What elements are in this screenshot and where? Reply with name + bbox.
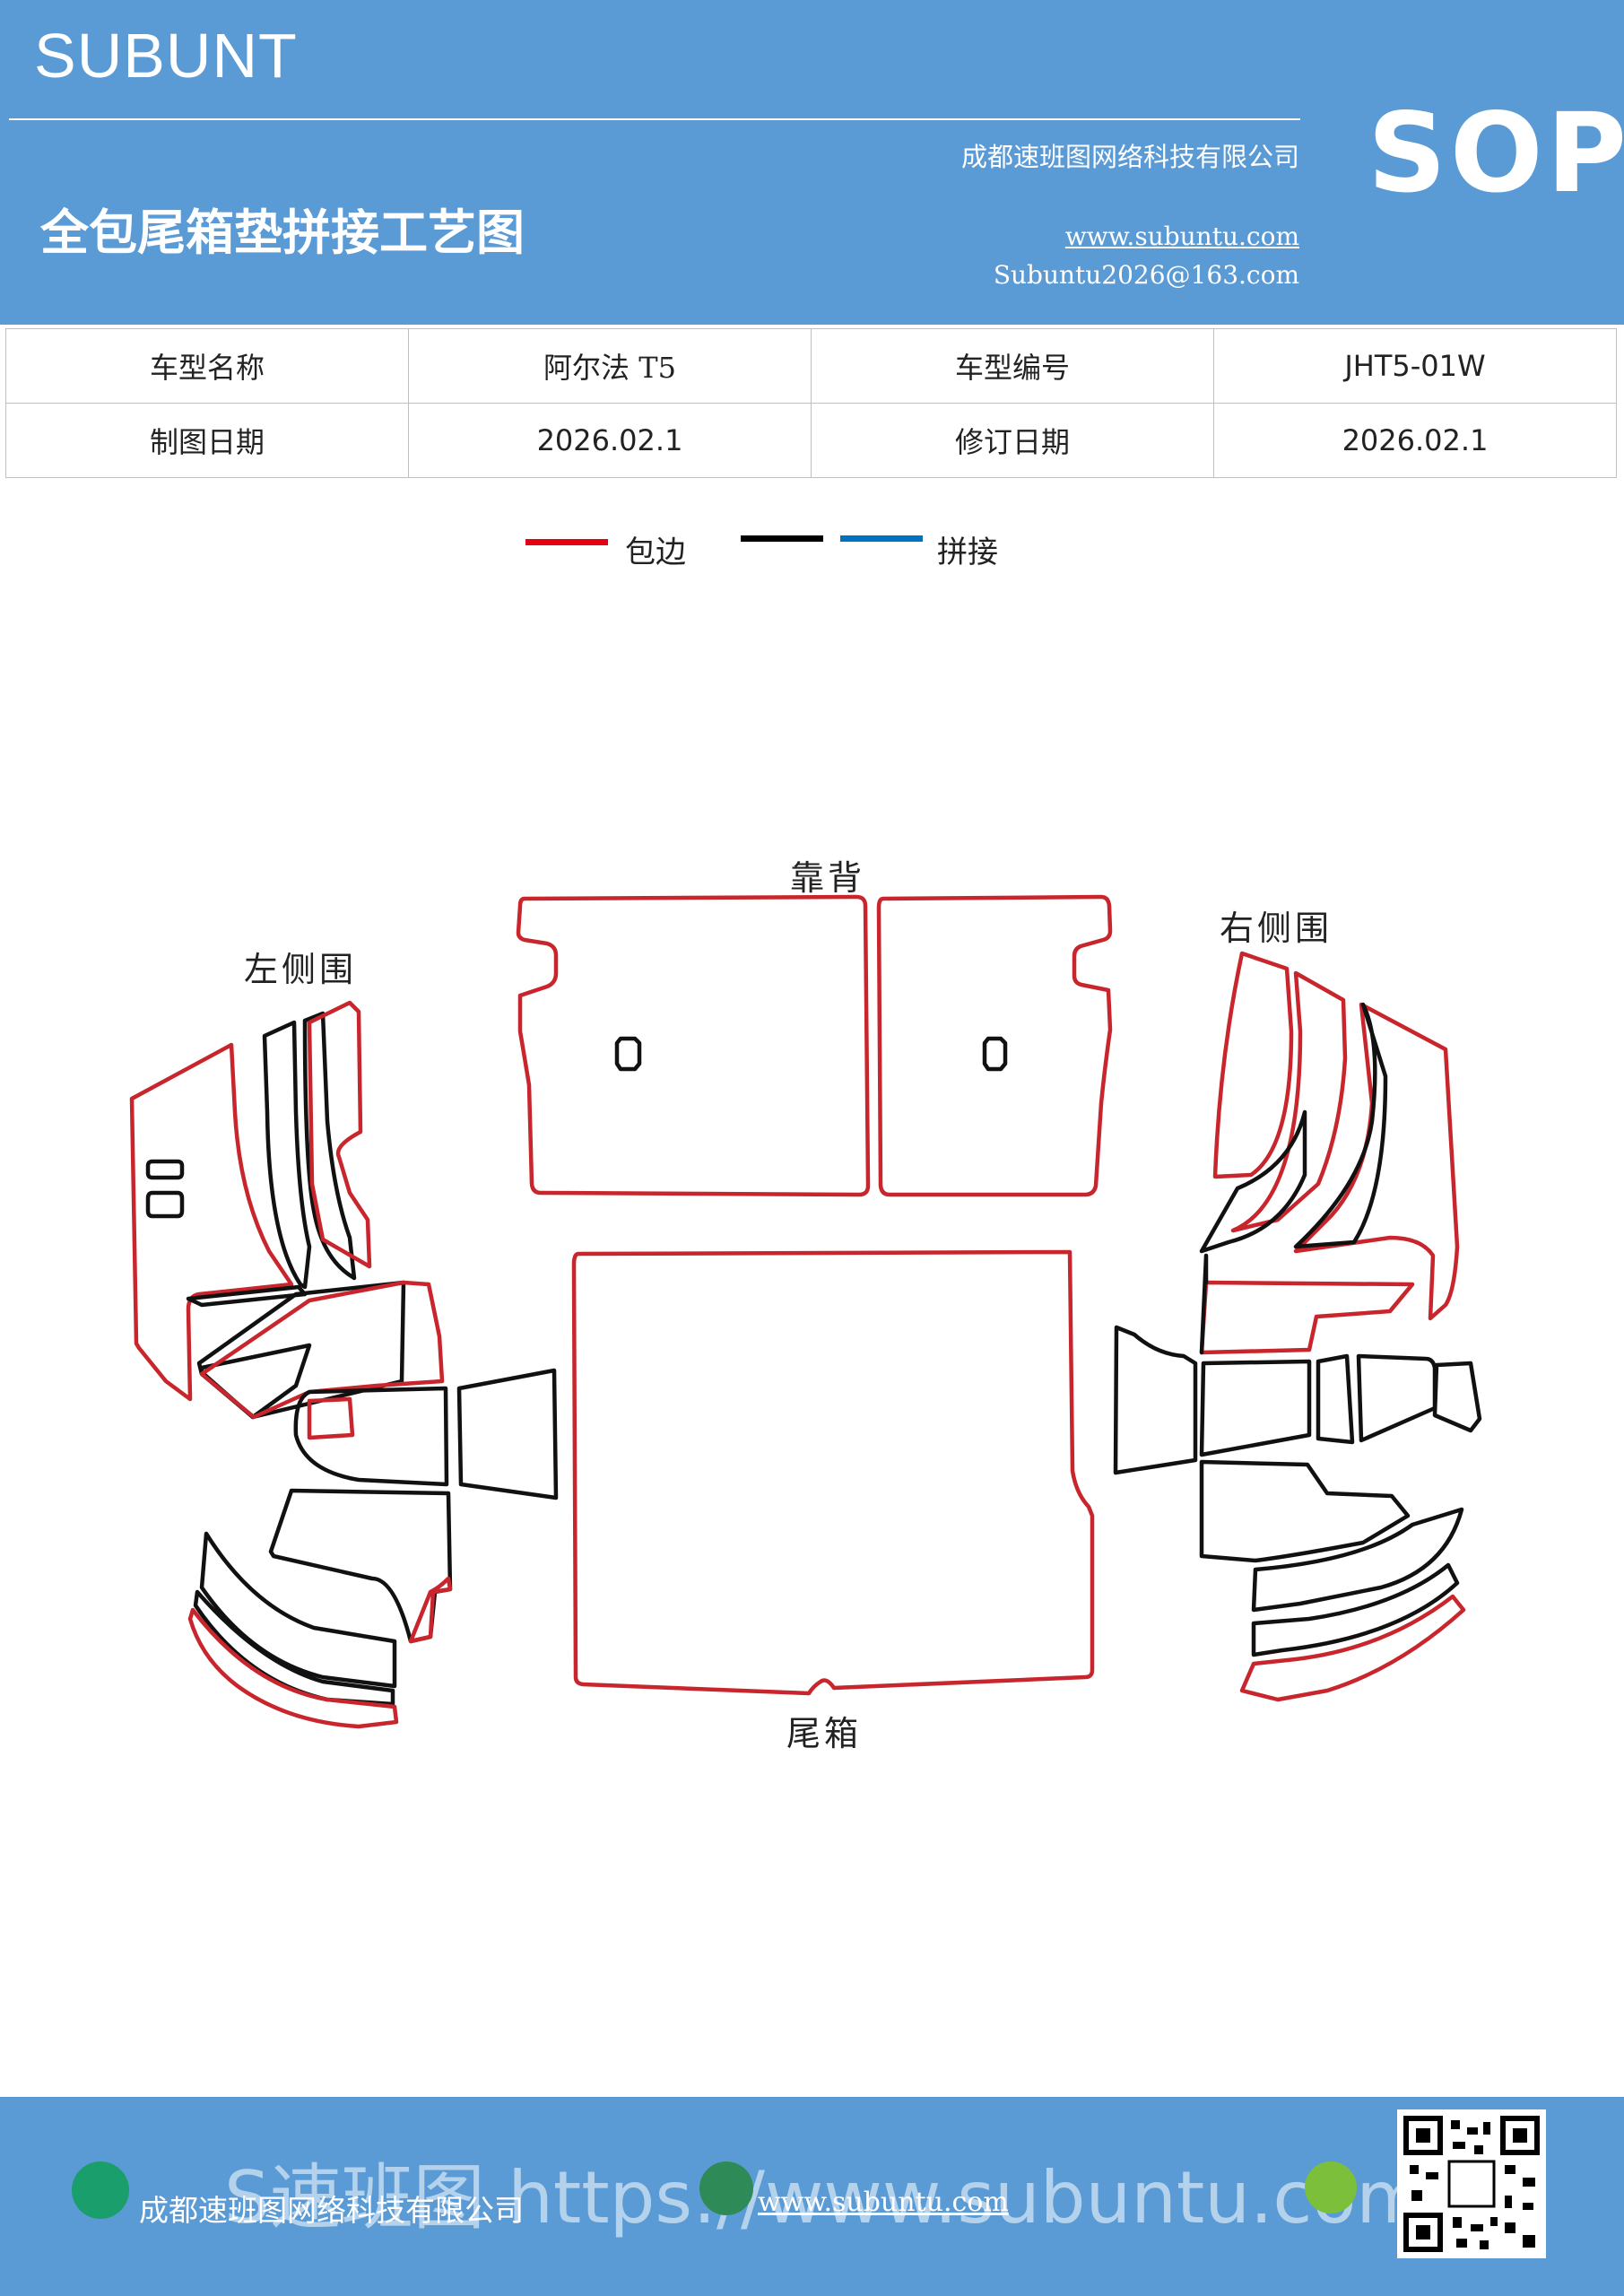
- sop-badge: SOP: [1368, 90, 1624, 217]
- left-side-strip-1: [262, 1020, 312, 1290]
- wechat-icon: [1305, 2161, 1357, 2213]
- left-side-lower-panel: [268, 1488, 453, 1644]
- left-side-curve-panel-3: [187, 1607, 399, 1729]
- left-side-lower-edge: [408, 1576, 453, 1644]
- backrest-right-panel: [876, 894, 1113, 1197]
- legend-swatch-black: [741, 535, 823, 542]
- label-trunk: 尾箱: [786, 1714, 863, 1753]
- left-side-window-bottom: [145, 1190, 185, 1219]
- left-side-strip-3: [307, 1000, 372, 1269]
- table-cell: 制图日期: [5, 403, 409, 478]
- right-side-curve-4: [1239, 1594, 1466, 1702]
- right-side-strip-3-inner: [1293, 1002, 1388, 1249]
- label-left-side: 左侧围: [244, 950, 358, 989]
- table-cell: JHT5-01W: [1213, 328, 1617, 404]
- left-side-curve-panel-2: [193, 1589, 395, 1707]
- left-side-curve-panel-1: [199, 1531, 397, 1689]
- brand-name: SUBUNT: [34, 21, 298, 91]
- right-side-lower-panel: [1199, 1459, 1411, 1563]
- right-side-thin-panel: [1316, 1353, 1355, 1445]
- header-divider: [9, 118, 1300, 120]
- left-side-panel-outer: [129, 1042, 294, 1402]
- backrest-right-cutout: [982, 1036, 1008, 1072]
- legend-label-edge: 包边: [625, 535, 686, 570]
- right-side-curve-2: [1251, 1507, 1464, 1613]
- left-side-mid-panel-a: [186, 1284, 308, 1308]
- right-side-strip-1: [1212, 951, 1294, 1179]
- header-banner: SUBUNT 全包尾箱垫拼接工艺图 成都速班图网络科技有限公司 www.subu…: [0, 0, 1624, 325]
- label-backrest: 靠背: [790, 858, 866, 898]
- right-side-strip-2: [1230, 970, 1348, 1233]
- website-link[interactable]: www.subuntu.com: [1064, 222, 1299, 251]
- table-cell: 车型编号: [811, 328, 1214, 404]
- right-side-left-wedge: [1113, 1325, 1198, 1475]
- legend-swatch-seam: [840, 535, 923, 542]
- label-right-side: 右侧围: [1220, 909, 1333, 948]
- left-side-small-trap: [456, 1368, 559, 1500]
- table-cell: 2026.02.1: [408, 403, 812, 478]
- email-address: Subuntu2026@163.com: [993, 260, 1299, 290]
- footer-website-link[interactable]: www.subuntu.com: [758, 2187, 1009, 2218]
- left-side-box-panel: [293, 1386, 449, 1487]
- trunk-floor-panel: [571, 1249, 1095, 1696]
- qr-code-image[interactable]: [1397, 2109, 1546, 2258]
- right-side-panel-f: [1432, 1361, 1482, 1433]
- page-title: 全包尾箱垫拼接工艺图: [40, 204, 525, 261]
- right-side-mid-panel: [1199, 1280, 1415, 1355]
- right-side-curve-1: [1199, 1109, 1307, 1254]
- left-side-box-cutout: [307, 1396, 355, 1440]
- globe-icon: [699, 2161, 753, 2215]
- left-side-wheel-panel: [199, 1280, 445, 1420]
- right-side-curve-3: [1251, 1562, 1460, 1657]
- table-cell: 2026.02.1: [1213, 403, 1617, 478]
- table-cell: 阿尔法 T5: [408, 328, 812, 404]
- backrest-left-cutout: [614, 1036, 642, 1072]
- table-cell: 车型名称: [5, 328, 409, 404]
- table-cell: 修订日期: [811, 403, 1214, 478]
- company-name: 成都速班图网络科技有限公司: [960, 142, 1299, 172]
- left-side-strip-2: [302, 1011, 357, 1281]
- footer-banner: S速班图 https://www.subuntu.com 成都速班图网络科技有限…: [0, 2097, 1624, 2296]
- left-side-window-top: [145, 1159, 185, 1180]
- footer-company-name: 成都速班图网络科技有限公司: [139, 2193, 524, 2228]
- table-row: 车型名称 阿尔法 T5 车型编号 JHT5-01W: [5, 328, 1617, 404]
- right-side-mid-box: [1199, 1253, 1209, 1355]
- backrest-left-panel: [516, 894, 871, 1197]
- building-icon: [72, 2161, 129, 2219]
- legend-swatch-edge: [525, 539, 608, 545]
- right-side-center-box: [1199, 1359, 1312, 1457]
- line-legend: 包边 拼接: [0, 520, 1624, 574]
- table-row: 制图日期 2026.02.1 修订日期 2026.02.1: [5, 403, 1617, 478]
- footer-watermark-text: S速班图 https://www.subuntu.com: [224, 2156, 1427, 2239]
- legend-label-seam: 拼接: [937, 535, 998, 570]
- right-side-panel-e: [1356, 1353, 1437, 1443]
- vehicle-info-table: 车型名称 阿尔法 T5 车型编号 JHT5-01W 制图日期 2026.02.1…: [5, 328, 1617, 478]
